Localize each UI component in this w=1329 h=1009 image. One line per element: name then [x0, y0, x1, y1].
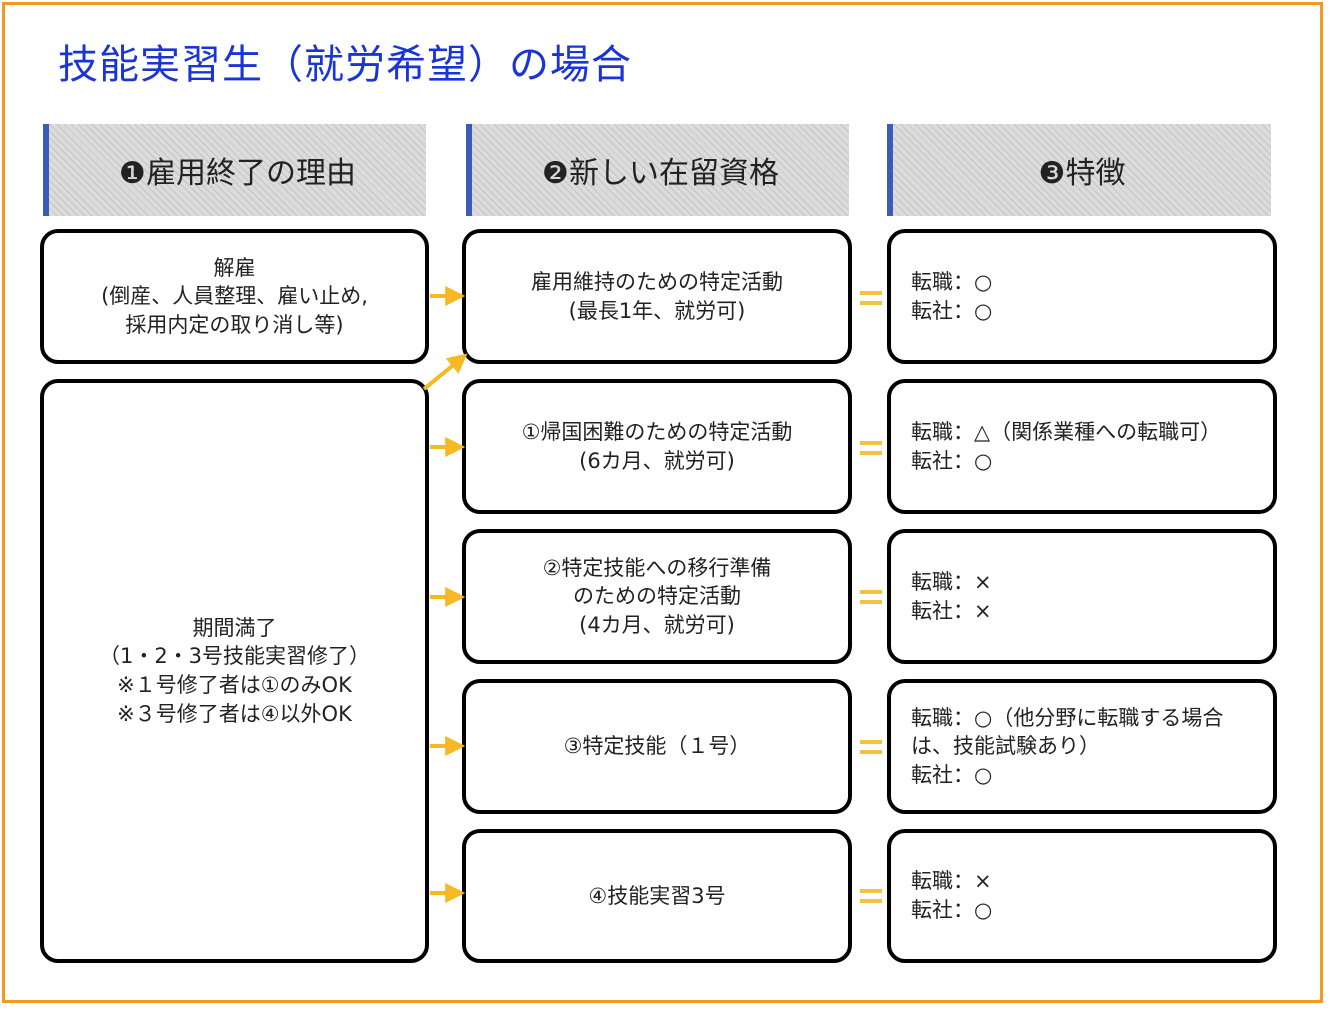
status-box-employment: 雇用維持のための特定活動 (最長1年、就労可) — [462, 229, 852, 364]
status-box-1: ①帰国困難のための特定活動 (6カ月、就労可) — [462, 379, 852, 514]
header-features: ❸特徴 — [887, 124, 1271, 216]
header-reason-label: ❶雇用終了の理由 — [119, 156, 356, 191]
reason-dismissal-box: 解雇 (倒産、人員整理、雇い止め, 採用内定の取り消し等) — [40, 229, 429, 364]
status-label: ③特定技能（１号） — [563, 734, 751, 759]
header-features-label: ❸特徴 — [1038, 156, 1126, 191]
equals-sign — [860, 590, 882, 604]
feature-job-change: 転職：△（関係業種への転職可） — [911, 419, 1222, 444]
feature-box-2: 転職：× 転社：× — [887, 529, 1277, 664]
status-detail: (4カ月、就労可) — [579, 612, 735, 637]
feature-box-3: 転職：○（他分野に転職する場合は、技能試験あり） 転社：○ — [887, 679, 1277, 814]
equals-sign — [860, 441, 882, 455]
feature-job-change: 転職：× — [911, 869, 992, 894]
status-label: のための特定活動 — [573, 584, 741, 609]
feature-job-change: 転職：× — [911, 569, 992, 594]
arrow-diagonal — [422, 353, 468, 391]
feature-box-1: 転職：△（関係業種への転職可） 転社：○ — [887, 379, 1277, 514]
reason-completion-detail: （1・2・3号技能実習修了） — [98, 644, 371, 669]
feature-company-change: 転社：○ — [911, 298, 993, 323]
reason-dismissal-detail: (倒産、人員整理、雇い止め, — [101, 284, 368, 309]
header-new-status: ❷新しい在留資格 — [466, 124, 849, 216]
feature-company-change: 転社：○ — [911, 448, 993, 473]
status-detail: (最長1年、就労可) — [568, 298, 746, 323]
header-reason: ❶雇用終了の理由 — [43, 124, 426, 216]
status-label: ④技能実習3号 — [588, 883, 726, 908]
reason-dismissal-title: 解雇 — [213, 255, 256, 280]
status-detail: (6カ月、就労可) — [579, 448, 735, 473]
reason-dismissal-detail: 採用内定の取り消し等) — [125, 312, 344, 337]
feature-box-employment: 転職：○ 転社：○ — [887, 229, 1277, 364]
status-label: ②特定技能への移行準備 — [542, 555, 772, 580]
header-new-status-label: ❷新しい在留資格 — [542, 156, 779, 191]
feature-box-4: 転職：× 転社：○ — [887, 829, 1277, 963]
feature-job-change: 転職：○（他分野に転職する場合は、技能試験あり） — [911, 705, 1224, 759]
status-label: ①帰国困難のための特定活動 — [521, 419, 793, 444]
reason-completion-note: ※３号修了者は④以外OK — [117, 701, 352, 726]
feature-company-change: 転社：○ — [911, 898, 993, 922]
reason-completion-note: ※１号修了者は①のみOK — [117, 673, 352, 697]
equals-sign — [860, 889, 882, 903]
feature-company-change: 転社：○ — [911, 762, 993, 787]
reason-completion-box: 期間満了 （1・2・3号技能実習修了） ※１号修了者は①のみOK ※３号修了者は… — [40, 379, 429, 963]
equals-sign — [860, 291, 882, 305]
page-title: 技能実習生（就労希望）の場合 — [58, 42, 632, 88]
status-box-2: ②特定技能への移行準備 のための特定活動 (4カ月、就労可) — [462, 529, 852, 664]
status-label: 雇用維持のための特定活動 — [531, 269, 783, 294]
status-box-3: ③特定技能（１号） — [462, 679, 852, 814]
status-box-4: ④技能実習3号 — [462, 829, 852, 963]
equals-sign — [860, 740, 882, 754]
feature-job-change: 転職：○ — [911, 269, 993, 294]
feature-company-change: 転社：× — [911, 598, 992, 623]
reason-completion-title: 期間満了 — [192, 615, 277, 640]
